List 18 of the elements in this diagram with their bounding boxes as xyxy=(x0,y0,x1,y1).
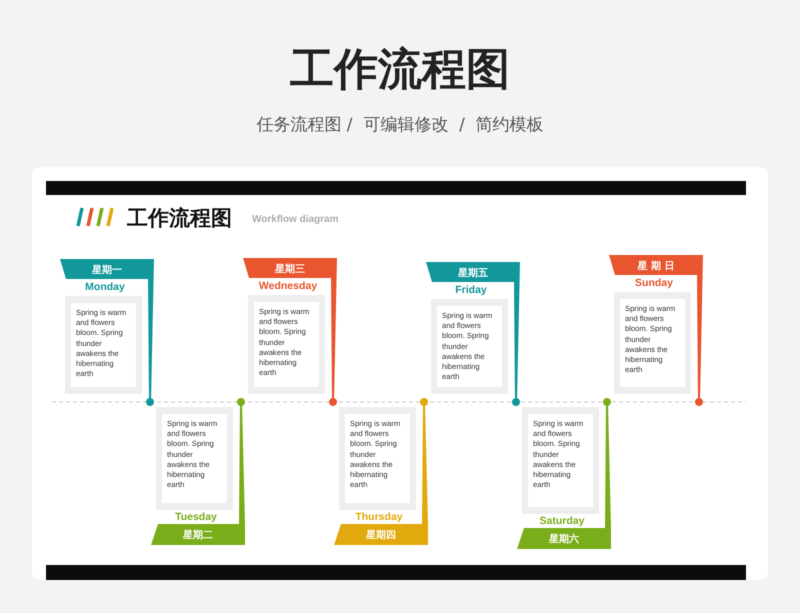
weekday-name: Sunday xyxy=(634,277,674,289)
weekday-label: 星期五 xyxy=(457,266,489,280)
weekday-name: Wednesday xyxy=(258,280,318,292)
page-title: 工作流程图 xyxy=(289,43,511,97)
weekday-label: 星期二 xyxy=(182,528,214,542)
subtitle: 任务流程图 / 可编辑修改 / 简约模板 xyxy=(255,114,545,136)
slide-subheading: Workflow diagram xyxy=(252,214,338,225)
weekday-name: Thursday xyxy=(354,511,404,523)
weekday-name: Monday xyxy=(84,281,126,293)
weekday-label: 星期三 xyxy=(274,262,306,276)
weekday-label: 星期一 xyxy=(91,264,123,277)
weekday-name: Friday xyxy=(454,284,488,296)
weekday-label: 星 期 日 xyxy=(636,260,676,273)
weekday-name: Tuesday xyxy=(174,511,218,523)
weekday-label: 星期六 xyxy=(548,532,580,546)
weekday-label: 星期四 xyxy=(365,528,397,542)
slide-heading: 工作流程图 xyxy=(127,205,232,232)
weekday-name: Saturday xyxy=(538,515,586,527)
